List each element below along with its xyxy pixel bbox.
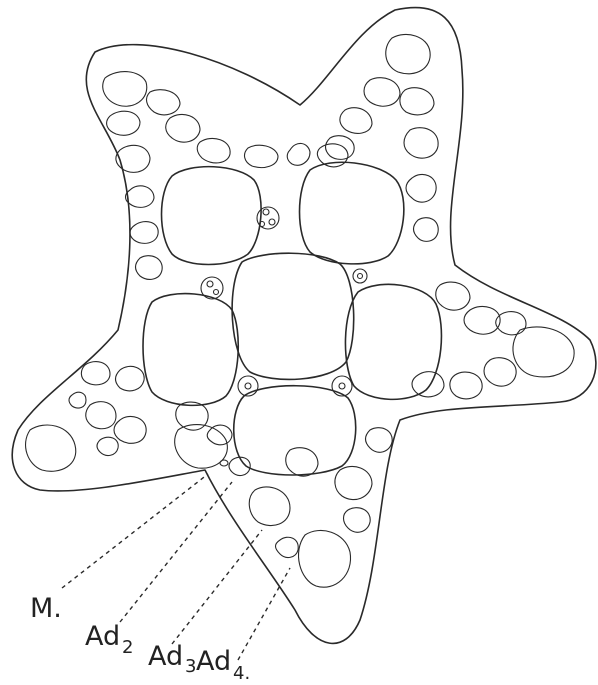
ossicle — [414, 218, 439, 242]
ossicle — [400, 88, 434, 115]
ossicle — [126, 186, 155, 208]
ossicle — [147, 90, 180, 115]
ossicle — [81, 362, 110, 385]
ossicle — [114, 416, 146, 443]
label-ad2-subscript: 2 — [122, 637, 133, 658]
radial-plate-upper-right — [300, 162, 404, 264]
ossicle — [513, 327, 574, 377]
ossicle — [344, 508, 371, 533]
label-ad4-subscript: 4. — [233, 663, 250, 684]
madreporite-plate — [175, 425, 228, 469]
ossicle — [364, 78, 400, 106]
ossicle — [207, 425, 232, 445]
ossicle — [404, 128, 438, 158]
radial-plate-right — [345, 284, 441, 399]
ossicle — [86, 402, 116, 429]
leader-line-m — [62, 474, 208, 588]
spine-cluster — [201, 277, 223, 299]
label-ad3-subscript: 3 — [185, 656, 196, 677]
spine-cluster — [353, 269, 367, 283]
ossicle — [197, 138, 230, 163]
leader-line-ad3 — [172, 530, 262, 644]
ossicle — [130, 222, 158, 244]
ossicle — [287, 143, 310, 165]
ossicle — [166, 114, 200, 142]
label-ad2: Ad — [85, 621, 120, 652]
label-ad4: Ad — [196, 646, 231, 677]
ossicle — [406, 174, 436, 202]
ossicle — [340, 108, 372, 134]
ossicle — [103, 72, 147, 107]
ossicle — [69, 392, 86, 408]
label-m: M. — [30, 593, 62, 624]
ossicle — [116, 145, 150, 172]
ossicle — [116, 366, 145, 390]
ossicle — [335, 466, 372, 499]
ossicle — [450, 372, 482, 399]
ossicle — [366, 428, 393, 453]
ossicle — [326, 136, 355, 160]
label-ad3: Ad — [148, 641, 183, 672]
ossicle — [26, 425, 76, 471]
radial-plate-upper-left — [162, 167, 262, 265]
ossicle — [299, 530, 351, 587]
ossicle — [97, 437, 118, 455]
leader-line-ad2 — [120, 482, 232, 622]
ossicle — [286, 448, 318, 476]
dorsocentral-plate — [232, 253, 354, 379]
ossicle — [249, 487, 290, 526]
ossicle — [484, 358, 516, 386]
ossicle — [386, 34, 430, 73]
madreporite-pore — [220, 460, 228, 466]
ossicle — [276, 537, 299, 557]
spine-cluster — [332, 376, 352, 396]
ossicle — [464, 306, 500, 334]
ossicle — [136, 256, 163, 280]
ossicle — [245, 145, 278, 167]
radial-plate-left — [143, 294, 238, 406]
ossicle — [107, 111, 140, 135]
ossicle — [436, 282, 470, 310]
ossicle — [412, 372, 444, 397]
ossicle — [176, 402, 208, 430]
radial-plate-lower — [234, 386, 356, 475]
body-outline — [12, 8, 596, 644]
leader-line-ad4 — [238, 568, 290, 660]
